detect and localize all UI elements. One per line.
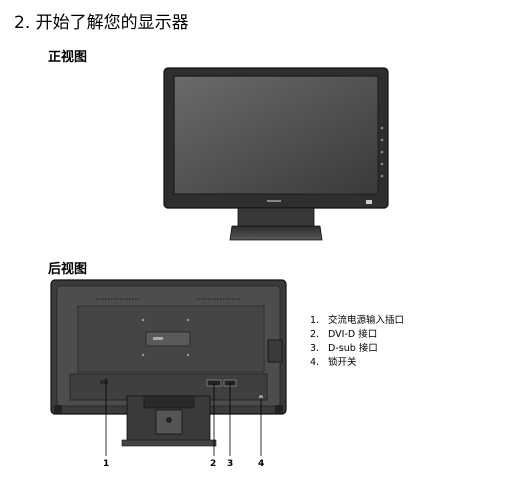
legend-item-text: 锁开关: [328, 357, 357, 368]
page-heading: 2. 开始了解您的显示器: [14, 13, 189, 33]
back-monitor-illustration: [50, 279, 287, 447]
legend-item-number: 1.: [310, 315, 320, 326]
legend-item-number: 4.: [310, 357, 320, 368]
callout-lines: [105, 378, 262, 456]
front-monitor-illustration: [163, 67, 389, 241]
legend-item-number: 2.: [310, 329, 320, 340]
legend-item: 3. D-sub 接口: [310, 342, 404, 356]
callout-number-1: 1: [103, 459, 110, 469]
legend-item-text: DVI-D 接口: [328, 329, 378, 340]
legend-item: 4. 锁开关: [310, 356, 404, 370]
callout-number-3: 3: [227, 459, 234, 469]
callout-number-2: 2: [210, 459, 217, 469]
callout-number-4: 4: [258, 459, 265, 469]
legend-item: 2. DVI-D 接口: [310, 328, 404, 342]
front-view-label: 正视图: [48, 50, 88, 65]
legend-item-text: D-sub 接口: [328, 343, 378, 354]
back-view-label: 后视图: [48, 262, 88, 277]
legend-item: 1. 交流电源输入插口: [310, 314, 404, 328]
port-legend: 1. 交流电源输入插口 2. DVI-D 接口 3. D-sub 接口 4. 锁…: [310, 314, 404, 370]
legend-item-number: 3.: [310, 343, 320, 354]
legend-item-text: 交流电源输入插口: [328, 315, 405, 326]
